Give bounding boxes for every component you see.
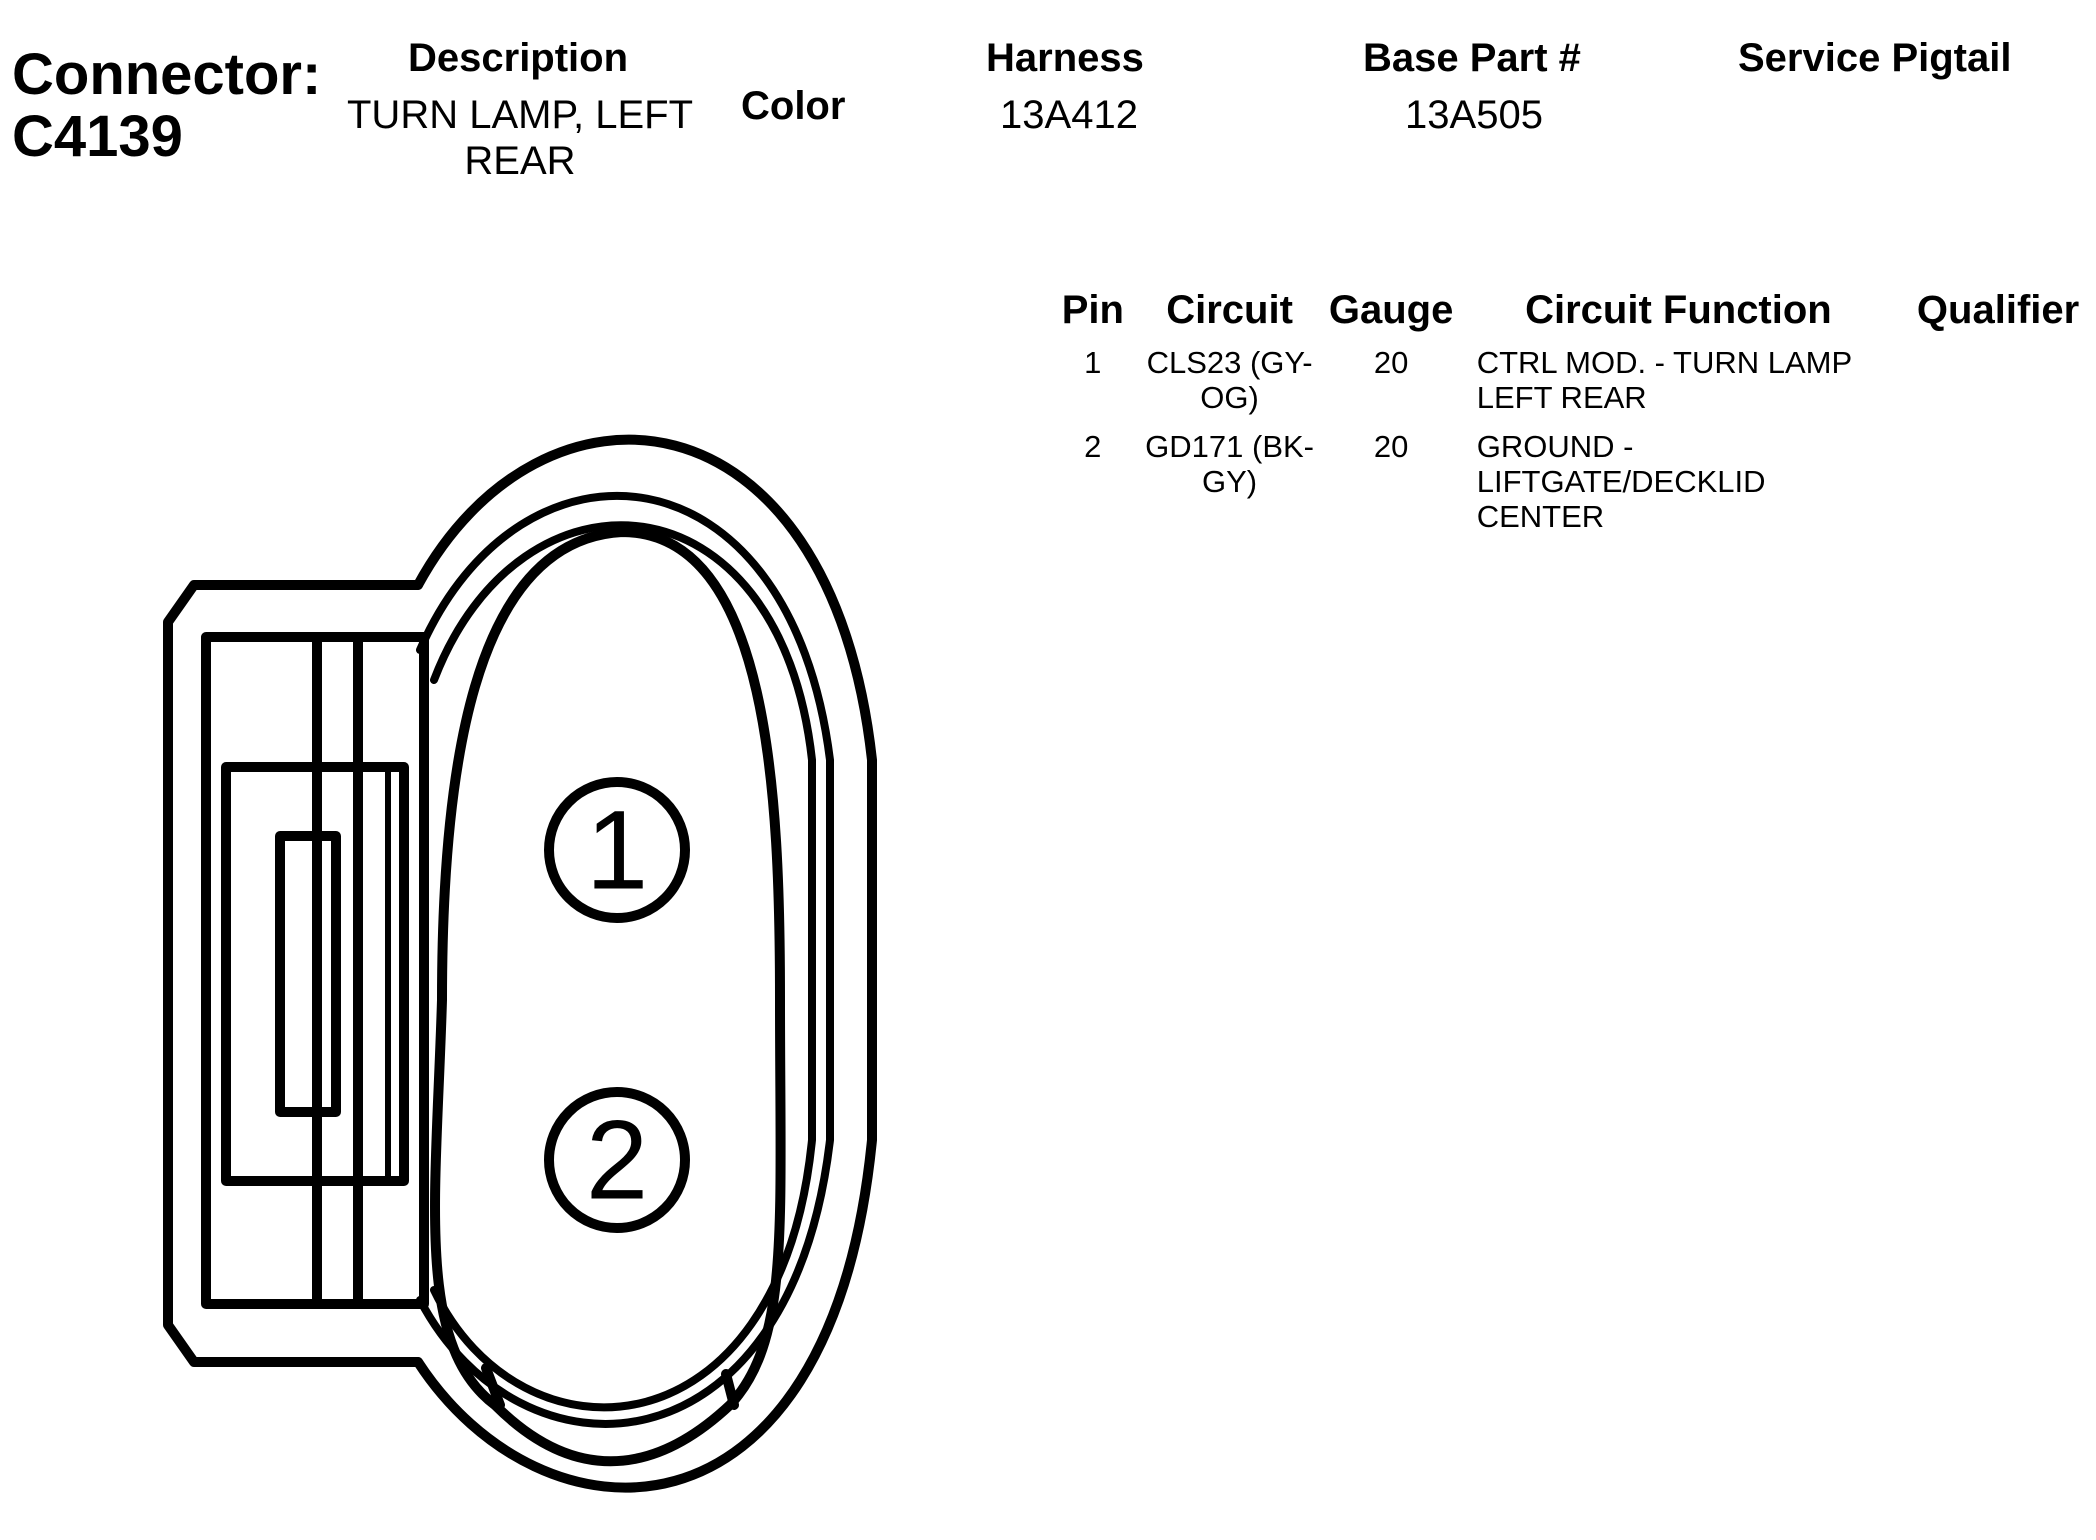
pin-2-label: 2 [586,1098,648,1223]
circuit-cell: CLS23 (GY-OG) [1146,345,1313,415]
color-header: Color [741,84,846,128]
pin-1-label: 1 [586,788,648,913]
description-value: TURN LAMP, LEFT REAR [347,93,693,183]
pin-2-circle [544,1087,690,1233]
base-part-header: Base Part # [1363,36,1581,80]
connector-label: Connector: [12,42,322,107]
function-column-header: Circuit Function [1525,288,1832,332]
latch-tab [275,831,341,1117]
pin-1-circle [544,777,690,923]
base-part-value: 13A505 [1405,93,1543,137]
table-row: 1 CLS23 (GY-OG) 20 CTRL MOD. - TURN LAMP… [1052,345,2096,429]
connector-body-ring-1 [416,491,834,1428]
pin-cell: 2 [1084,429,1102,464]
connector-id: C4139 [12,104,183,169]
latch-housing-outer [163,580,423,1367]
pin-cell: 1 [1084,345,1102,380]
pin-table-header-row: Pin Circuit Gauge Circuit Function Quali… [1052,288,2096,345]
connector-title: Connector: C4139 [12,44,321,168]
latch-body [221,762,409,1186]
connector-body-outer [413,434,877,1493]
description-header: Description [408,36,629,80]
gauge-cell: 20 [1373,429,1409,464]
circuit-column-header: Circuit [1166,288,1293,332]
cavity-notch-right [721,1369,739,1410]
service-pigtail-header: Service Pigtail [1738,36,2012,80]
pin-table: Pin Circuit Gauge Circuit Function Quali… [1052,288,2096,548]
function-cell: CTRL MOD. - TURN LAMP LEFT REAR [1476,345,1852,415]
harness-header: Harness [986,36,1144,80]
connector-body-ring-2 [430,521,816,1412]
qualifier-column-header: Qualifier [1916,288,2080,332]
gauge-cell: 20 [1373,345,1409,380]
function-cell: GROUND - LIFTGATE/DECKLID CENTER [1476,429,1766,534]
circuit-cell: GD171 (BK-GY) [1145,429,1314,499]
gauge-column-header: Gauge [1328,288,1454,332]
harness-value: 13A412 [1000,93,1138,137]
pin-column-header: Pin [1061,288,1124,332]
cavity-notch-left [481,1363,505,1410]
table-row: 2 GD171 (BK-GY) 20 GROUND - LIFTGATE/DEC… [1052,429,2096,548]
pin-cavity-face [430,527,786,1467]
